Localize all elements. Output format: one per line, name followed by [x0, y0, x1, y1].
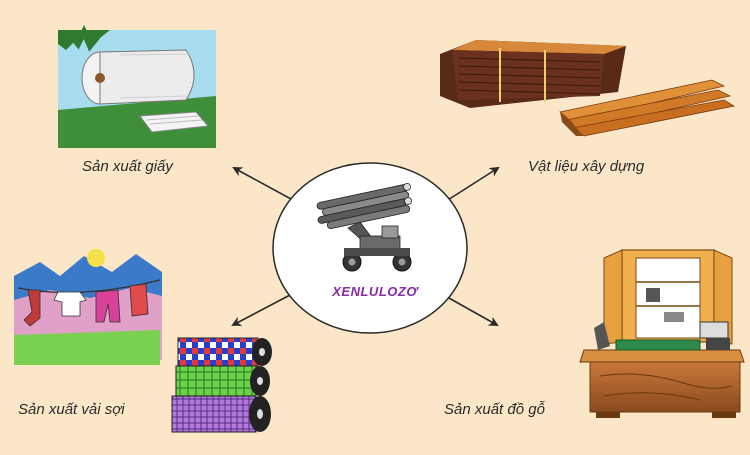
arrow-to-furniture — [439, 292, 499, 326]
arrow-to-textile — [231, 294, 291, 326]
wooden-furniture-icon — [579, 249, 745, 418]
textile-fabric-icon — [14, 249, 272, 433]
label-building-materials: Vật liệu xây dựng — [528, 158, 645, 175]
label-paper-production: Sản xuất giấy — [82, 158, 173, 175]
label-textile-production: Sản xuất vải sợi — [18, 401, 125, 418]
log-loader-truck-icon — [316, 183, 412, 272]
paper-roll-icon — [58, 24, 216, 148]
center-label: XENLULOZƠ — [332, 284, 418, 299]
lumber-planks-icon — [440, 40, 736, 137]
center-node — [272, 162, 468, 334]
label-furniture-production: Sản xuất đồ gỗ — [444, 401, 545, 418]
